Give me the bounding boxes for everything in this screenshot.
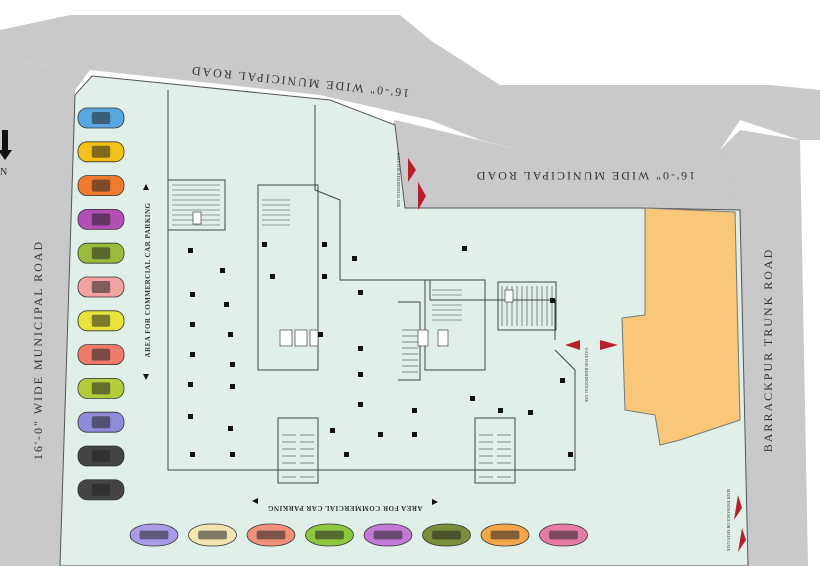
column bbox=[220, 268, 225, 273]
stair-3 bbox=[432, 289, 462, 321]
column bbox=[190, 452, 195, 457]
column bbox=[230, 362, 235, 367]
parked-car bbox=[422, 523, 471, 547]
column bbox=[528, 410, 533, 415]
column bbox=[188, 382, 193, 387]
column bbox=[358, 346, 363, 351]
parked-car bbox=[188, 523, 237, 547]
parked-car bbox=[77, 141, 125, 163]
stair-5 bbox=[402, 329, 418, 373]
parked-car bbox=[77, 445, 125, 467]
column bbox=[358, 290, 363, 295]
column bbox=[322, 274, 327, 279]
column bbox=[412, 432, 417, 437]
site-plot bbox=[59, 75, 749, 566]
column bbox=[344, 452, 349, 457]
left-road-label: 16'-0" WIDE MUNICIPAL ROAD bbox=[31, 240, 45, 460]
parked-car bbox=[77, 411, 125, 433]
column bbox=[270, 274, 275, 279]
column bbox=[224, 302, 229, 307]
parked-car bbox=[77, 310, 125, 332]
parked-car bbox=[77, 175, 125, 197]
stair-6 bbox=[282, 434, 314, 478]
gate-top-label: GATE FOR RESIDENTIAL USE bbox=[396, 153, 401, 208]
lifts bbox=[192, 211, 514, 347]
column bbox=[412, 408, 417, 413]
parked-car bbox=[77, 377, 125, 399]
column bbox=[230, 452, 235, 457]
top-road bbox=[0, 15, 820, 150]
gate-bottom-label: MAIN ENTRANCE OR MAIN GATE bbox=[726, 489, 731, 552]
column bbox=[190, 322, 195, 327]
parked-car bbox=[77, 276, 125, 298]
stair-7 bbox=[479, 434, 511, 478]
left-road bbox=[0, 60, 90, 566]
column bbox=[550, 298, 555, 303]
parked-car bbox=[77, 479, 125, 501]
parked-car bbox=[77, 208, 125, 230]
column bbox=[568, 452, 573, 457]
column bbox=[358, 402, 363, 407]
stair-1 bbox=[172, 184, 220, 226]
parking-left bbox=[77, 107, 125, 501]
parked-car bbox=[539, 523, 588, 547]
column bbox=[190, 292, 195, 297]
area-bottom-label: AREA FOR COMMERCIAL CAR PARKING bbox=[267, 504, 422, 512]
column bbox=[470, 396, 475, 401]
area-left-label: AREA FOR COMMERCIAL CAR PARKING bbox=[144, 202, 152, 357]
parked-car bbox=[246, 523, 296, 547]
column bbox=[228, 332, 233, 337]
stair-2 bbox=[262, 199, 290, 226]
column bbox=[228, 426, 233, 431]
column bbox=[230, 384, 235, 389]
gate-right bbox=[565, 340, 618, 350]
gate-right-label: GATE FOR RESIDENTIAL USE bbox=[584, 348, 589, 403]
column bbox=[262, 242, 267, 247]
column bbox=[188, 248, 193, 253]
right-road-label: BARRACKPUR TRUNK ROAD bbox=[761, 248, 775, 452]
column bbox=[352, 256, 357, 261]
existing-building bbox=[621, 207, 741, 446]
column bbox=[322, 242, 327, 247]
column bbox=[358, 372, 363, 377]
column bbox=[498, 408, 503, 413]
north-arrow: N bbox=[0, 130, 12, 178]
parked-car bbox=[77, 344, 125, 366]
parked-car bbox=[480, 523, 530, 547]
column bbox=[190, 352, 195, 357]
parked-car bbox=[305, 523, 354, 547]
gate-bottom bbox=[734, 495, 746, 552]
column bbox=[188, 414, 193, 419]
parked-car bbox=[129, 523, 179, 547]
middle-road-label: 16'-0" WIDE MUNICIPAL ROAD bbox=[475, 169, 695, 183]
parking-bottom bbox=[129, 523, 588, 547]
column bbox=[378, 432, 383, 437]
arrows bbox=[143, 184, 438, 505]
parked-car bbox=[77, 107, 125, 129]
columns bbox=[188, 242, 573, 457]
column bbox=[560, 378, 565, 383]
gate-top bbox=[408, 158, 426, 210]
north-label: N bbox=[0, 167, 7, 178]
column bbox=[462, 246, 467, 251]
middle-road bbox=[360, 120, 800, 215]
column bbox=[330, 428, 335, 433]
parked-car bbox=[363, 523, 413, 547]
column bbox=[318, 332, 323, 337]
parked-car bbox=[77, 242, 125, 264]
staircases bbox=[172, 184, 553, 478]
